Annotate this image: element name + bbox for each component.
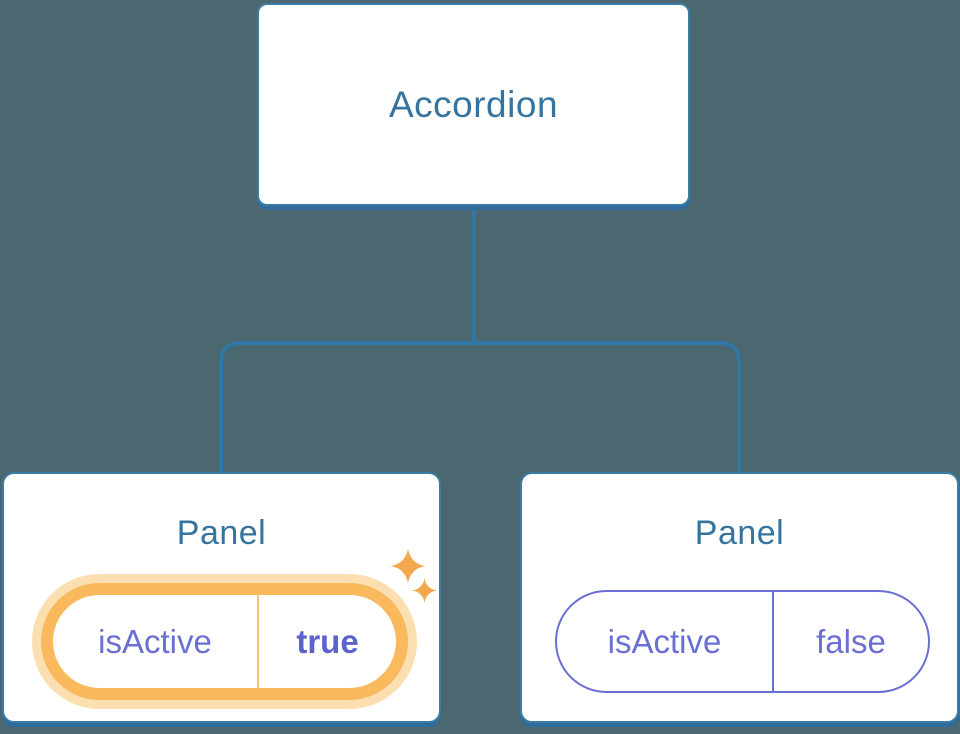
state-pill-active: isActive true <box>41 583 408 700</box>
panel-title: Panel <box>694 514 785 552</box>
panel-title: Panel <box>176 514 267 552</box>
state-value: false <box>816 622 886 660</box>
state-name: isActive <box>557 592 774 691</box>
connector-branch <box>219 341 741 472</box>
state-pill-highlight-halo: isActive true <box>32 574 417 709</box>
state-pill-inactive: isActive false <box>555 590 930 693</box>
node-panel-inactive: Panel isActive false <box>520 472 959 723</box>
state-value: true <box>296 622 359 660</box>
node-panel-active: Panel isActive true <box>2 472 441 723</box>
sparkle-icon <box>412 578 437 603</box>
sparkle-icon <box>390 548 426 584</box>
accordion-label: Accordion <box>388 83 559 125</box>
node-accordion: Accordion <box>257 3 690 206</box>
state-name: isActive <box>53 595 259 688</box>
